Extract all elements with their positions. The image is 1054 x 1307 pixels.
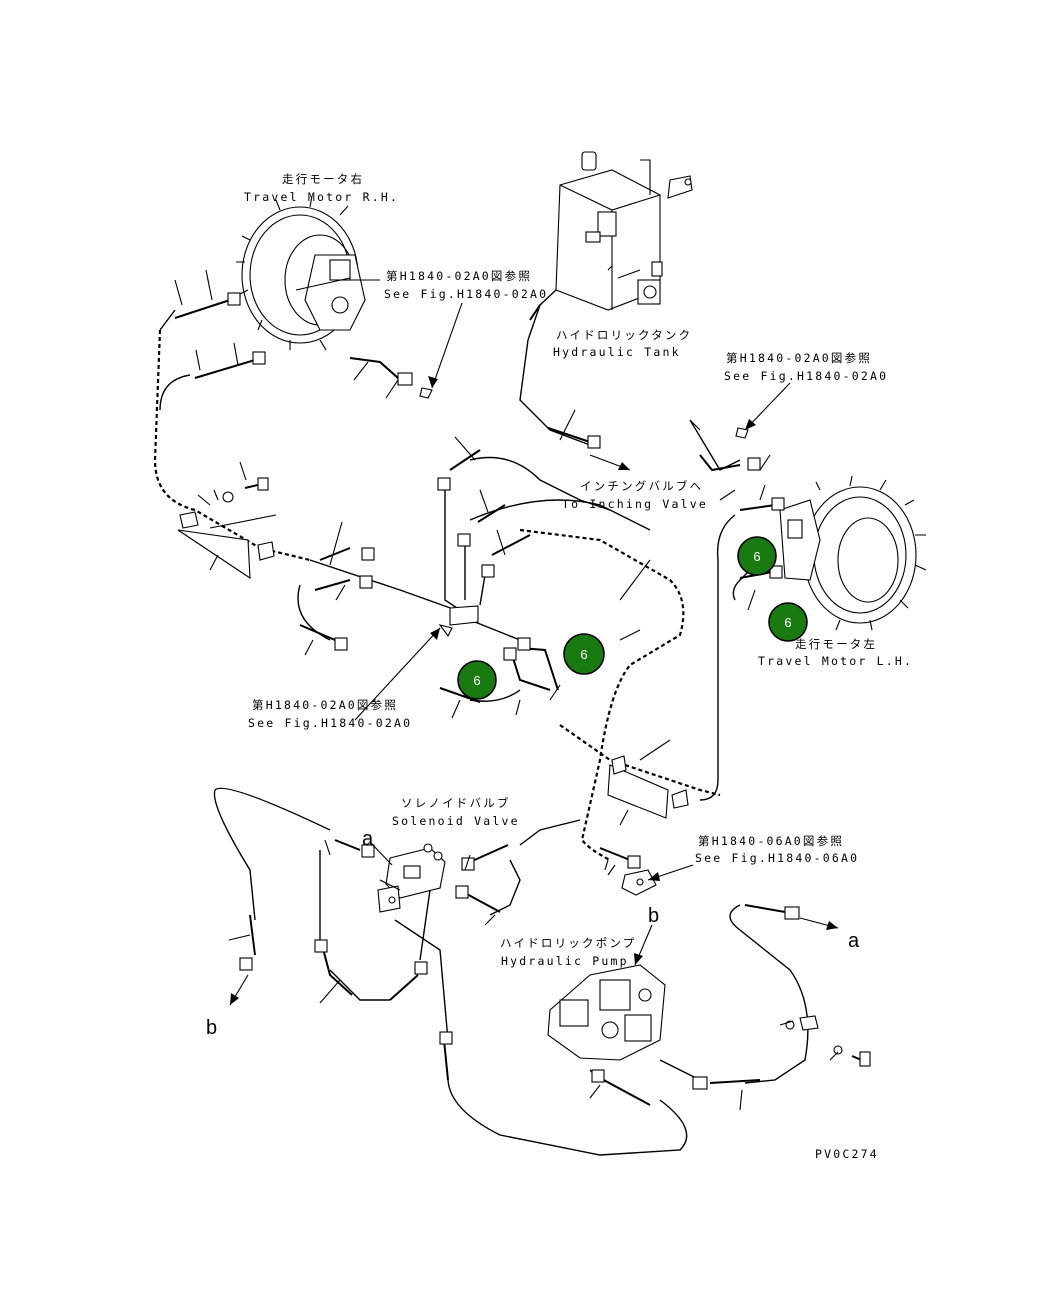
callout-number: 6 (473, 673, 480, 688)
inching-valve-label-jp: インチングバルブへ (580, 479, 703, 493)
drawing-code: PV0C274 (815, 1147, 879, 1161)
solenoid-valve (377, 843, 446, 913)
see-fig-02a0-right-en: See Fig.H1840-02A0 (724, 369, 888, 383)
piping-lines (159, 309, 809, 1156)
leader-lines (174, 269, 839, 1111)
hydraulic-tank (527, 151, 693, 341)
connector-b-pump: b (648, 905, 659, 927)
callout-marker[interactable]: 6 (457, 660, 497, 700)
hose-fittings (174, 292, 800, 1106)
callout-number: 6 (784, 615, 791, 630)
callout-marker[interactable]: 6 (737, 536, 777, 576)
see-fig-02a0-right-jp: 第H1840-02A0図参照 (726, 351, 872, 365)
see-fig-06a0-jp: 第H1840-06A0図参照 (698, 834, 844, 848)
hydraulic-tank-label-jp: ハイドロリックタンク (556, 328, 692, 342)
callout-number: 6 (753, 549, 760, 564)
callout-marker[interactable]: 6 (563, 633, 605, 675)
connector-b-left: b (206, 1017, 217, 1039)
see-fig-02a0-top-en: See Fig.H1840-02A0 (384, 287, 548, 301)
hydraulic-tank-label-en: Hydraulic Tank (553, 345, 681, 359)
solenoid-valve-label-jp: ソレノイドバルブ (401, 796, 511, 810)
hose-bundle-left (153, 329, 311, 562)
connector-a-right: a (848, 930, 860, 952)
inching-valve-label-en: To Inching Valve (562, 497, 708, 511)
text-labels: 走行モータ右 Travel Motor R.H. 第H1840-02A0図参照 … (206, 172, 913, 1161)
travel-motor-rh-label-jp: 走行モータ右 (282, 172, 364, 186)
see-fig-02a0-left-en: See Fig.H1840-02A0 (248, 716, 412, 730)
travel-motor-rh-label-en: Travel Motor R.H. (244, 190, 399, 204)
hydraulic-pump-label-en: Hydraulic Pump (501, 954, 629, 968)
hydraulic-pump-label-jp: ハイドロリックポンプ (500, 936, 636, 950)
travel-motor-lh (779, 475, 927, 631)
see-fig-06a0-en: See Fig.H1840-06A0 (695, 851, 859, 865)
connector-a-solenoid: a (362, 828, 374, 850)
see-fig-02a0-left-jp: 第H1840-02A0図参照 (252, 698, 398, 712)
hose-bundle-lower (559, 724, 721, 797)
travel-motor-lh-label-en: Travel Motor L.H. (758, 654, 913, 668)
callout-markers: 6 6 6 6 (457, 536, 808, 700)
hydraulic-pump (547, 964, 666, 1061)
callout-number: 6 (580, 647, 587, 662)
solenoid-valve-label-en: Solenoid Valve (392, 814, 520, 828)
travel-motor-lh-label-jp: 走行モータ左 (795, 637, 877, 651)
small-parts (177, 387, 871, 1067)
reference-arrows (229, 302, 839, 1006)
see-fig-02a0-top-jp: 第H1840-02A0図参照 (386, 269, 532, 283)
callout-marker[interactable]: 6 (768, 602, 808, 642)
travel-motor-rh (236, 195, 366, 351)
hose-bundle-main (519, 528, 685, 861)
